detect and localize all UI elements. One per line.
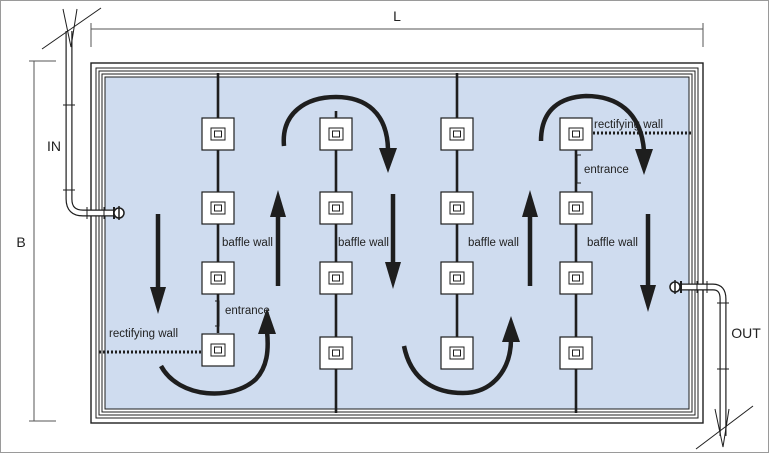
rectifying-wall-label-right: rectifying wall xyxy=(594,119,663,131)
aerator-box-icon xyxy=(319,191,353,225)
entrance-bracket-right xyxy=(576,154,581,184)
straight-arrows xyxy=(150,190,656,314)
length-label: L xyxy=(393,8,401,24)
dimension-length: L xyxy=(90,8,704,47)
flow-arrow-icon xyxy=(150,214,166,314)
inlet-label: IN xyxy=(47,138,61,154)
baffle-wall-label-2: baffle wall xyxy=(338,237,389,249)
aerator-box-icon xyxy=(440,191,474,225)
baffle-wall-label-3: baffle wall xyxy=(468,237,519,249)
rectifying-wall-label-left: rectifying wall xyxy=(109,328,178,340)
valve-icon xyxy=(113,206,125,220)
u-turn-arrow-icon xyxy=(159,308,276,396)
aerator-box-icon xyxy=(440,336,474,370)
entrance-label-left: entrance xyxy=(225,305,270,317)
entrance-label-right: entrance xyxy=(584,164,629,176)
entrance-bracket-left xyxy=(215,300,220,327)
flow-arrow-icon xyxy=(385,194,401,289)
aerator-box-icon xyxy=(559,261,593,295)
outlet-pipe xyxy=(669,280,754,450)
aerator-box-icon xyxy=(201,117,235,151)
u-turn-arrows xyxy=(159,93,653,396)
flow-arrow-icon xyxy=(522,190,538,286)
aerator-box-icon xyxy=(201,191,235,225)
aerator-box-icon xyxy=(559,117,593,151)
aerator-box-icon xyxy=(319,336,353,370)
u-turn-arrow-icon xyxy=(401,316,520,396)
outlet-label: OUT xyxy=(731,325,761,341)
text-labels: IN OUT baffle wall baffle wall baffle wa… xyxy=(47,119,761,341)
aerator-box-icon xyxy=(319,261,353,295)
baffle-wall-label-4: baffle wall xyxy=(587,237,638,249)
aerator-box-icon xyxy=(201,333,235,367)
aerator-box-icon xyxy=(440,261,474,295)
valve-icon xyxy=(669,280,682,294)
flow-arrow-icon xyxy=(640,214,656,312)
u-turn-arrow-icon xyxy=(538,93,653,175)
breadth-label: B xyxy=(16,234,25,250)
aerator-boxes xyxy=(201,117,593,370)
flow-arrow-icon xyxy=(270,190,286,286)
aerator-box-icon xyxy=(201,261,235,295)
dimension-breadth: B xyxy=(16,60,56,422)
aerator-box-icon xyxy=(440,117,474,151)
baffle-wall-label-1: baffle wall xyxy=(222,237,273,249)
entrance-brackets xyxy=(215,154,581,327)
aerator-box-icon xyxy=(319,117,353,151)
u-turn-arrow-icon xyxy=(281,94,397,173)
aerator-box-icon xyxy=(559,336,593,370)
inlet-pipe xyxy=(41,7,125,220)
aerator-box-icon xyxy=(559,191,593,225)
